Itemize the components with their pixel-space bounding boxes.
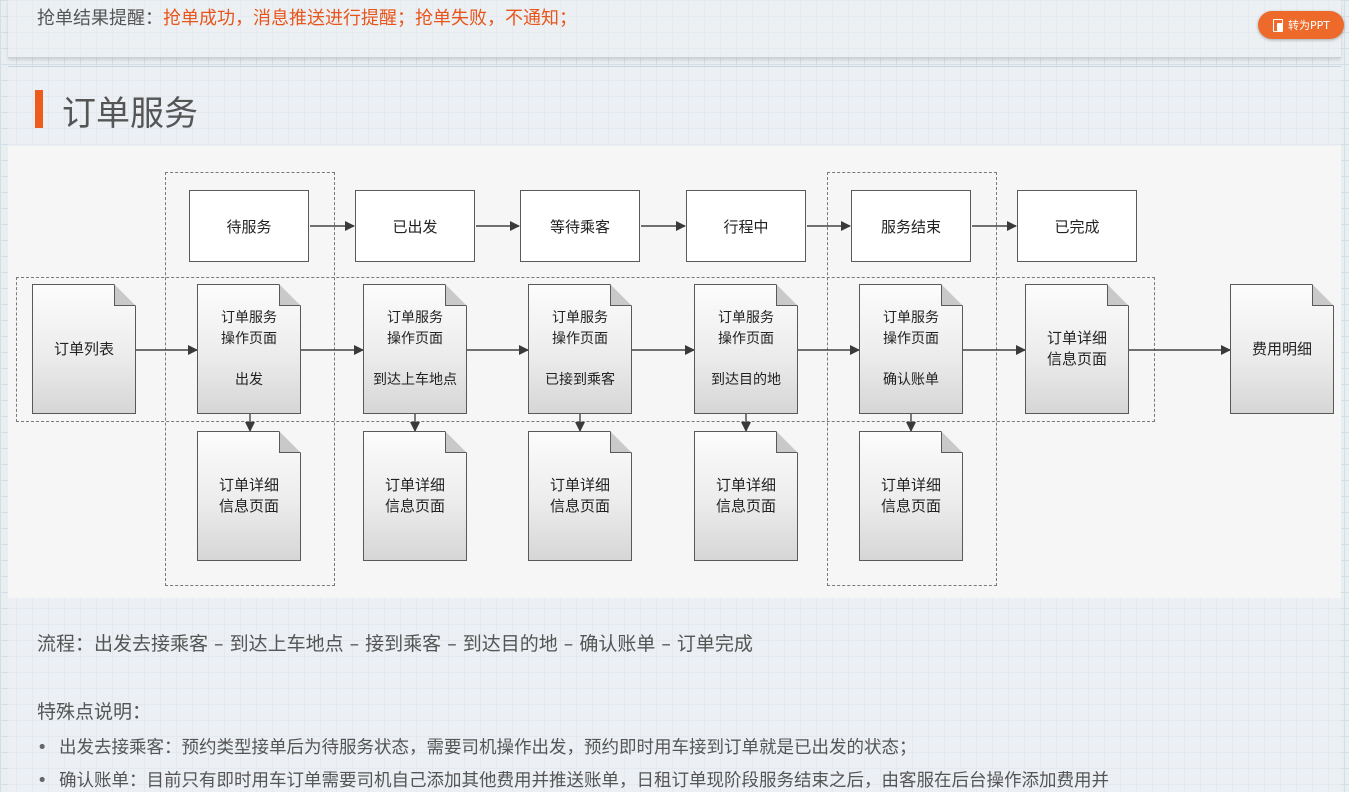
op-page-line2: 操作页面	[552, 330, 608, 347]
detail-line2: 信息页面	[715, 497, 776, 515]
op-page-confirm-bill: 订单服务 操作页面 确认账单	[859, 284, 963, 414]
detail-line1: 订单详细	[384, 476, 445, 494]
bullet-dot: •	[37, 738, 48, 758]
flow-description: 流程：出发去接乘客 – 到达上车地点 – 接到乘客 – 到达目的地 – 确认账单…	[37, 633, 753, 655]
detail-line2: 信息页面	[549, 497, 610, 515]
notes-heading: 特殊点说明：	[37, 701, 152, 723]
fee-detail-label: 费用明细	[1251, 339, 1312, 358]
order-detail-page: 订单详细 信息页面	[694, 431, 798, 561]
op-page-arrive-destination: 订单服务 操作页面 到达目的地	[694, 284, 798, 414]
op-page-line1: 订单服务	[221, 309, 277, 326]
op-page-arrive-pickup: 订单服务 操作页面 到达上车地点	[363, 284, 467, 414]
op-page-action: 出发	[235, 371, 263, 388]
order-detail-page: 订单详细 信息页面	[859, 431, 963, 561]
op-page-action: 到达目的地	[711, 371, 781, 388]
final-order-detail-page: 订单详细 信息页面	[1025, 284, 1129, 414]
group-frame-start	[165, 172, 335, 586]
section-title-accent	[35, 90, 43, 128]
op-page-line2: 操作页面	[883, 330, 939, 347]
bullet-dot: •	[37, 771, 48, 791]
section-title: 订单服务	[62, 94, 198, 134]
order-list-page: 订单列表	[32, 284, 136, 414]
op-page-line2: 操作页面	[221, 330, 277, 347]
note-text: 确认账单：目前只有即时用车订单需要司机自己添加其他费用并推送账单，日租订单现阶段…	[59, 771, 1109, 791]
op-page-line2: 操作页面	[718, 330, 774, 347]
op-page-line2: 操作页面	[387, 330, 443, 347]
top-strip	[8, 0, 1341, 58]
ppt-convert-icon	[1272, 18, 1284, 32]
status-departed: 已出发	[355, 190, 475, 262]
status-in-trip: 行程中	[686, 190, 806, 262]
op-page-line1: 订单服务	[883, 309, 939, 326]
detail-line2: 信息页面	[218, 497, 279, 515]
op-page-action: 确认账单	[883, 371, 939, 388]
op-page-line1: 订单服务	[718, 309, 774, 326]
reminder-text: 抢单结果提醒：抢单成功，消息推送进行提醒；抢单失败，不通知；	[37, 4, 577, 30]
op-page-picked-up: 订单服务 操作页面 已接到乘客	[528, 284, 632, 414]
reminder-label: 抢单结果提醒：	[37, 8, 163, 29]
order-detail-page: 订单详细 信息页面	[197, 431, 301, 561]
order-detail-page: 订单详细 信息页面	[528, 431, 632, 561]
op-page-line1: 订单服务	[552, 309, 608, 326]
convert-to-ppt-label: 转为PPT	[1288, 19, 1330, 32]
fee-detail-page: 费用明细	[1230, 284, 1334, 414]
status-completed: 已完成	[1017, 190, 1137, 262]
group-frame-end	[827, 172, 997, 586]
detail-line2: 信息页面	[1046, 350, 1107, 368]
order-detail-page: 订单详细 信息页面	[363, 431, 467, 561]
note-text: 出发去接乘客：预约类型接单后为待服务状态，需要司机操作出发，预约即时用车接到订单…	[59, 738, 917, 758]
detail-line2: 信息页面	[880, 497, 941, 515]
status-waiting-passenger: 等待乘客	[520, 190, 640, 262]
op-page-depart: 订单服务 操作页面 出发	[197, 284, 301, 414]
detail-line1: 订单详细	[880, 476, 941, 494]
detail-line1: 订单详细	[218, 476, 279, 494]
status-service-ended: 服务结束	[851, 190, 971, 262]
detail-line1: 订单详细	[1046, 329, 1107, 347]
op-page-action: 已接到乘客	[545, 371, 615, 388]
status-pending-service: 待服务	[189, 190, 309, 262]
op-page-action: 到达上车地点	[373, 371, 457, 388]
order-list-label: 订单列表	[53, 339, 114, 358]
detail-line2: 信息页面	[384, 497, 445, 515]
note-bullet: • 出发去接乘客：预约类型接单后为待服务状态，需要司机操作出发，预约即时用车接到订…	[37, 734, 917, 759]
detail-line1: 订单详细	[715, 476, 776, 494]
detail-line1: 订单详细	[549, 476, 610, 494]
reminder-value: 抢单成功，消息推送进行提醒；抢单失败，不通知；	[163, 8, 577, 29]
op-page-line1: 订单服务	[387, 309, 443, 326]
note-bullet: • 确认账单：目前只有即时用车订单需要司机自己添加其他费用并推送账单，日租订单现阶…	[37, 767, 1109, 792]
convert-to-ppt-button[interactable]: 转为PPT	[1258, 11, 1344, 39]
